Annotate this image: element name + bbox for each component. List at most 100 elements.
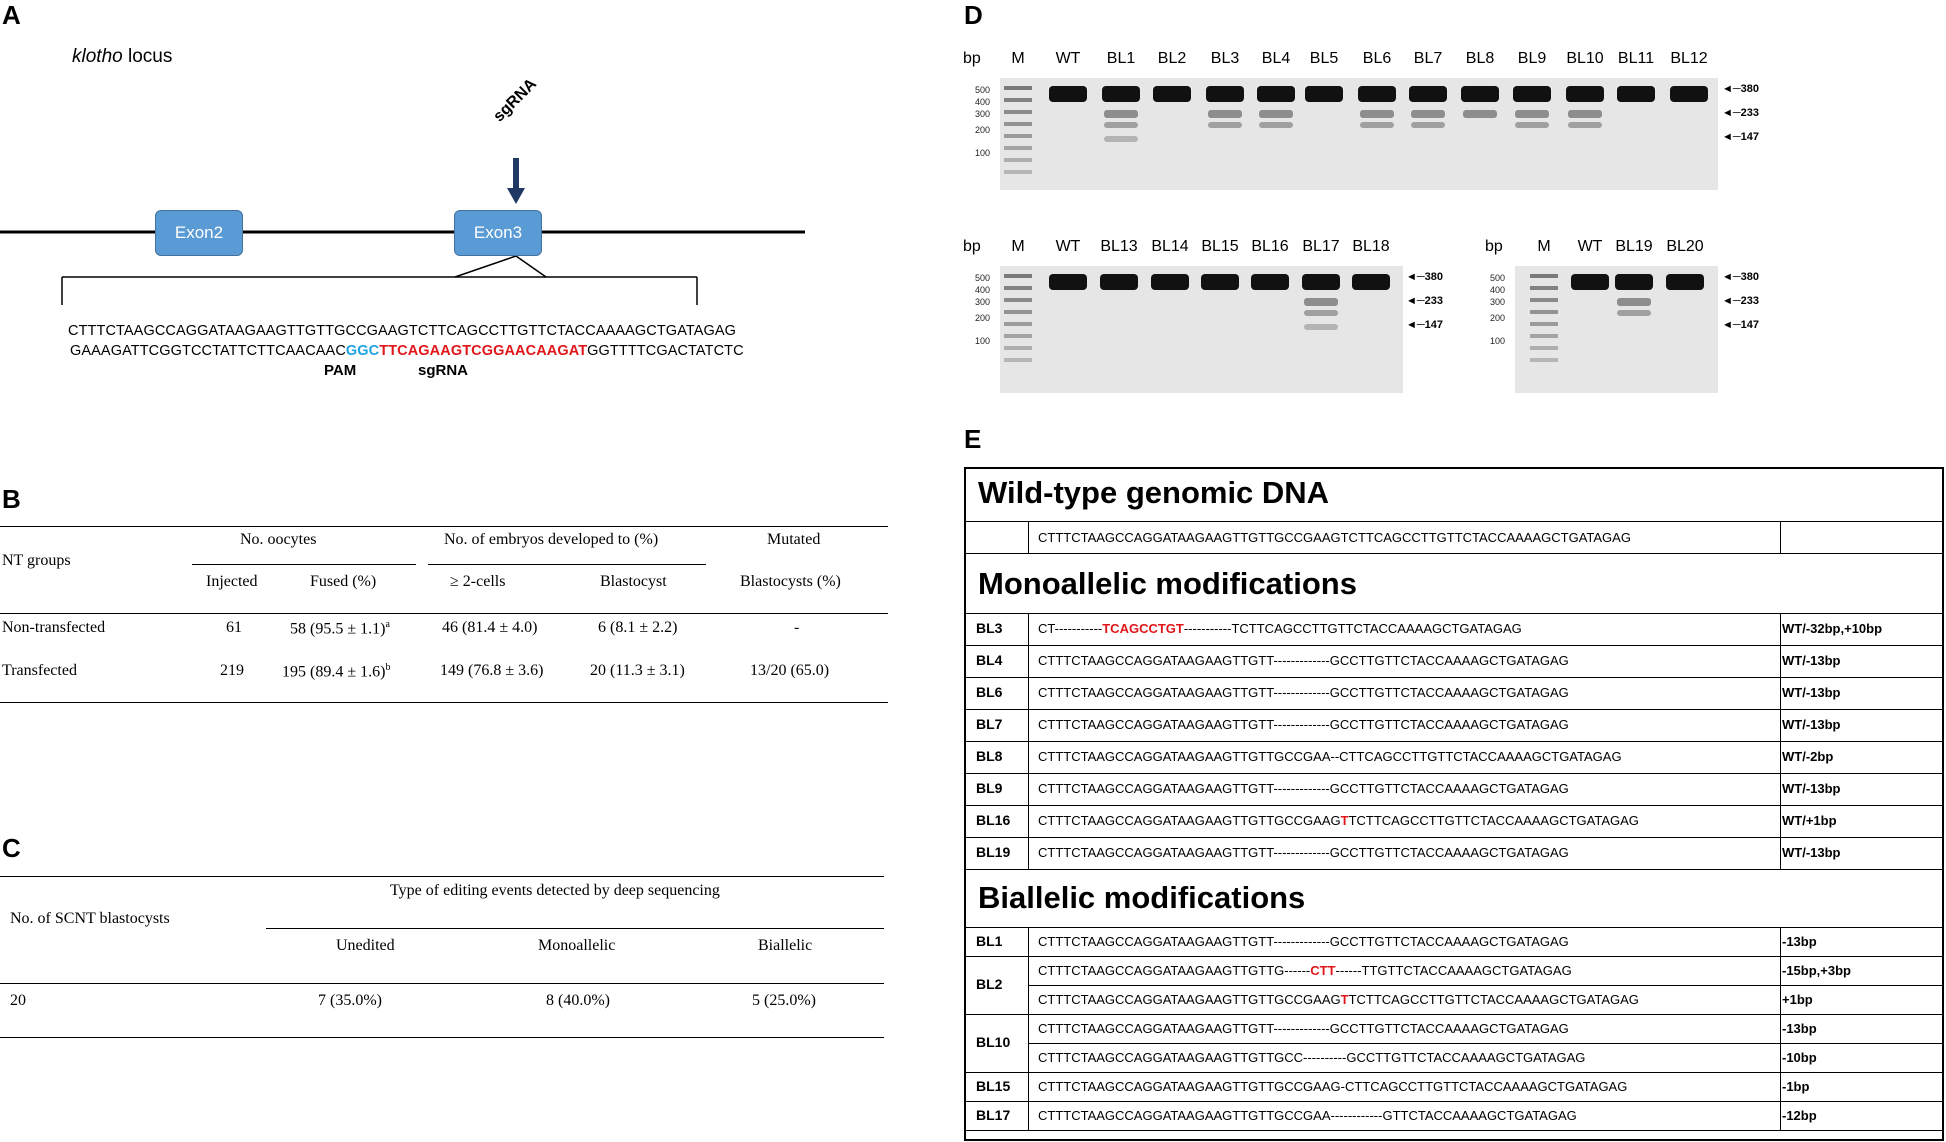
- row-id: BL16: [976, 812, 1011, 828]
- column-divider: [1780, 927, 1781, 956]
- band-380: [1461, 86, 1499, 102]
- lane-label-bl12: BL12: [1670, 50, 1708, 67]
- table-row: CTTTCTAAGCCAGGATAAGAAGTTGTTGCCGAAGTTCTTC…: [966, 985, 1942, 1014]
- column-divider: [1780, 645, 1781, 677]
- mutant-band: [1259, 122, 1293, 128]
- ladder-band: [1004, 122, 1032, 126]
- mutant-band: [1208, 122, 1242, 128]
- ladder-band: [1530, 334, 1558, 338]
- header-nt-groups: NT groups: [2, 552, 71, 569]
- row-sequence: CT-----------TCAGCCTGT-----------TCTTCAG…: [1038, 621, 1522, 636]
- table-row: CTTTCTAAGCCAGGATAAGAAGTTGTTGCCGAAG-CTTCA…: [966, 1072, 1942, 1101]
- ladder-band: [1530, 346, 1558, 350]
- lane-label-bl7: BL7: [1413, 50, 1443, 67]
- row-sequence: CTTTCTAAGCCAGGATAAGAAGTTGTTGCC----------…: [1038, 1049, 1586, 1065]
- gel-image-3: [1515, 266, 1718, 393]
- row-sequence: CTTTCTAAGCCAGGATAAGAAGTTGTT-------------…: [1038, 933, 1569, 949]
- sub-divider: [1028, 985, 1942, 986]
- panel-label-a: A: [2, 0, 21, 30]
- header-mutated: Mutated: [767, 531, 821, 548]
- row-id: BL6: [976, 684, 1003, 700]
- lane-label-bl10: BL10: [1566, 50, 1604, 67]
- row-divider: [966, 956, 1942, 957]
- lane-label-bl17: BL17: [1302, 238, 1340, 255]
- row-result: WT/-13bp: [1782, 781, 1841, 796]
- row-id: BL4: [976, 652, 1003, 668]
- ladder-band: [1004, 134, 1032, 138]
- row-id: BL2: [976, 976, 1003, 992]
- column-divider: [1780, 837, 1781, 869]
- row-divider: [966, 677, 1942, 678]
- header-editing-type: Type of editing events detected by deep …: [390, 882, 720, 899]
- band-380: [1206, 86, 1244, 102]
- pam-sequence: GGC: [345, 343, 380, 359]
- band-380: [1670, 86, 1708, 102]
- mutant-band: [1515, 110, 1549, 118]
- row-result: -10bp: [1782, 1049, 1817, 1065]
- mutant-band: [1104, 136, 1138, 142]
- marker-size-500: 500: [974, 85, 990, 95]
- ladder-band: [1004, 98, 1032, 102]
- mutant-band: [1515, 122, 1549, 128]
- lane-label-bl11: BL11: [1617, 50, 1655, 67]
- row-sequence: CTTTCTAAGCCAGGATAAGAAGTTGTTGCCGAAGTTCTTC…: [1038, 813, 1639, 828]
- table-b-top-rule: [0, 526, 888, 527]
- header-injected: Injected: [206, 573, 258, 590]
- row-sequence: CTTTCTAAGCCAGGATAAGAAGTTGTTGCCGAA--CTTCA…: [1038, 749, 1622, 764]
- marker-size-400: 400: [974, 285, 990, 295]
- band-size-380: ◄─380: [1406, 271, 1444, 283]
- table-row: CTTTCTAAGCCAGGATAAGAAGTTGTTGCCGAA-------…: [966, 1101, 1942, 1130]
- ladder-band: [1004, 334, 1032, 338]
- marker-size-300: 300: [1489, 297, 1505, 307]
- column-divider: [1028, 805, 1029, 837]
- mutant-band: [1304, 310, 1338, 316]
- band-size-147: ◄─147: [1722, 131, 1760, 143]
- exon3-box: Exon3: [454, 210, 542, 256]
- column-divider: [1028, 927, 1029, 956]
- row-id: BL10: [976, 1034, 1011, 1050]
- lane-label-bl20: BL20: [1666, 238, 1704, 255]
- marker-size-300: 300: [974, 109, 990, 119]
- band-380: [1257, 86, 1295, 102]
- band-380: [1513, 86, 1551, 102]
- ladder-band: [1004, 146, 1032, 150]
- table-c-top-rule: [0, 876, 884, 877]
- table-b-header-rule: [0, 613, 888, 614]
- panel-label-c: C: [2, 833, 21, 863]
- row-divider: [966, 1014, 1942, 1015]
- ladder-band: [1004, 346, 1032, 350]
- band-380: [1302, 274, 1340, 290]
- row-divider: [966, 709, 1942, 710]
- mutant-band: [1411, 122, 1445, 128]
- ladder-band: [1004, 298, 1032, 302]
- row-result: -12bp: [1782, 1107, 1817, 1123]
- locus-title: klotho locus: [72, 46, 173, 67]
- bp-label: bp: [1485, 238, 1503, 255]
- wild-type-sequence: CTTTCTAAGCCAGGATAAGAAGTTGTTGCCGAAGTCTTCA…: [1038, 530, 1631, 545]
- marker-size-400: 400: [974, 97, 990, 107]
- band-380: [1571, 274, 1609, 290]
- gel2-bands: [1004, 274, 1390, 362]
- band-380: [1151, 274, 1189, 290]
- band-380: [1566, 86, 1604, 102]
- panel-label-e: E: [964, 424, 982, 454]
- lane-label-bl9: BL9: [1517, 50, 1547, 67]
- lane-label-bl13: BL13: [1100, 238, 1138, 255]
- sequence-bottom-strand: GAAAGATTCGGTCCTATTCTTCAACAACGGCTTCAGAAGT…: [70, 343, 744, 359]
- header-scnt: No. of SCNT blastocysts: [10, 910, 170, 927]
- row-divider: [966, 773, 1942, 774]
- row-result: WT/-13bp: [1782, 685, 1841, 700]
- band-size-147: ◄─147: [1722, 319, 1760, 331]
- band-380: [1102, 86, 1140, 102]
- mutant-band: [1568, 110, 1602, 118]
- table-b-bottom-rule: [0, 702, 888, 703]
- ladder-band: [1004, 86, 1032, 90]
- sub-divider: [1028, 1043, 1942, 1044]
- band-size-380: ◄─380: [1722, 271, 1760, 283]
- lane-label-bl8: BL8: [1465, 50, 1495, 67]
- band-380: [1049, 86, 1087, 102]
- band-380: [1305, 86, 1343, 102]
